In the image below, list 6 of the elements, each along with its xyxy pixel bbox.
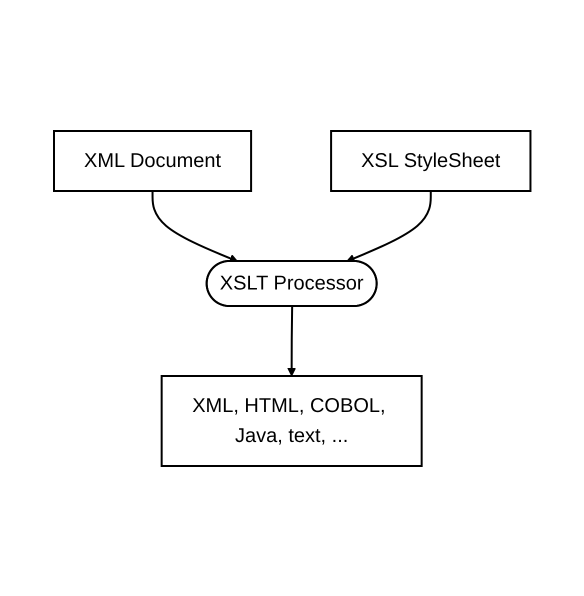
node-box: XSL StyleSheet (330, 130, 532, 192)
arrow (151, 190, 238, 262)
node-box: XML, HTML, COBOL, Java, text, ... (160, 374, 422, 466)
node-box: XML Document (52, 130, 252, 192)
arrow (346, 190, 432, 262)
arrow (287, 306, 296, 376)
